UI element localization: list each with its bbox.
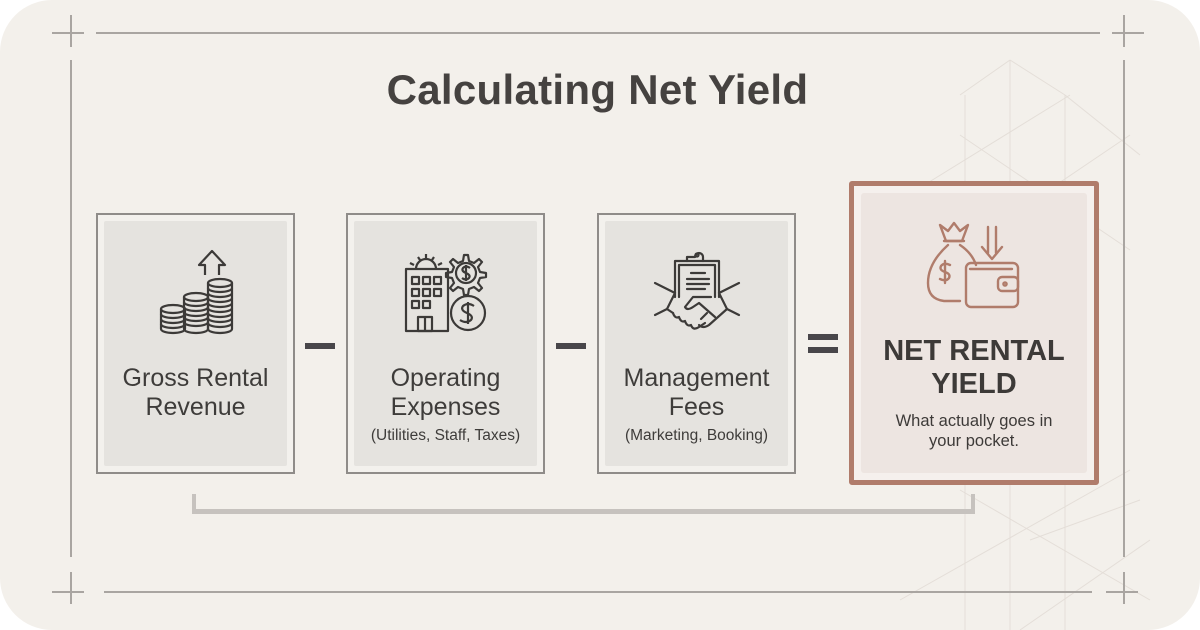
corner-mark-bl-h <box>52 591 84 593</box>
corner-mark-bl-v <box>70 572 72 604</box>
equals-operator-top <box>808 334 838 340</box>
result-sub-line1: What actually goes in <box>895 412 1053 430</box>
minus-operator-1 <box>305 343 335 349</box>
card-label-line1: Operating <box>390 364 501 392</box>
card-sublabel: (Marketing, Booking) <box>624 427 768 444</box>
grouping-bracket <box>192 494 975 514</box>
card-management-fees: Management Fees (Marketing, Booking) <box>597 213 796 474</box>
frame-line-top <box>96 32 1100 34</box>
building-gear-dollar-icon <box>404 253 487 333</box>
corner-mark-tr-v <box>1123 15 1125 47</box>
minus-operator-2 <box>556 343 586 349</box>
page-title: Calculating Net Yield <box>386 66 809 113</box>
result-sub-line2: your pocket. <box>929 432 1019 450</box>
corner-mark-tl-h <box>52 32 84 34</box>
card-label-line2: Expenses <box>390 393 501 421</box>
card-operating-expenses: Operating Expenses (Utilities, Staff, Ta… <box>346 213 545 474</box>
corner-mark-tl-v <box>70 15 72 47</box>
card-label-line2: Revenue <box>145 393 246 421</box>
card-net-rental-yield: NET RENTAL YIELD What actually goes in y… <box>849 181 1099 485</box>
corner-mark-tr-h <box>1112 32 1144 34</box>
card-sublabel: (Utilities, Staff, Taxes) <box>370 427 521 444</box>
card-gross-rental-revenue: Gross Rental Revenue <box>96 213 295 474</box>
handshake-clipboard-icon <box>653 251 740 330</box>
result-title-line1: NET RENTAL <box>883 335 1065 367</box>
result-title-line2: YIELD <box>931 368 1017 400</box>
card-label-line2: Fees <box>668 393 725 421</box>
card-label-line1: Gross Rental <box>122 364 269 392</box>
money-bag-wallet-icon <box>926 221 1020 309</box>
coins-stack-arrow-up-icon <box>159 249 233 335</box>
frame-line-right <box>1123 60 1125 557</box>
equals-operator-bottom <box>808 347 838 353</box>
frame-line-bottom <box>104 591 1092 593</box>
corner-mark-br-v <box>1123 572 1125 604</box>
frame-line-left <box>70 60 72 557</box>
corner-mark-br-h <box>1106 591 1138 593</box>
card-label-line1: Management <box>623 364 770 392</box>
